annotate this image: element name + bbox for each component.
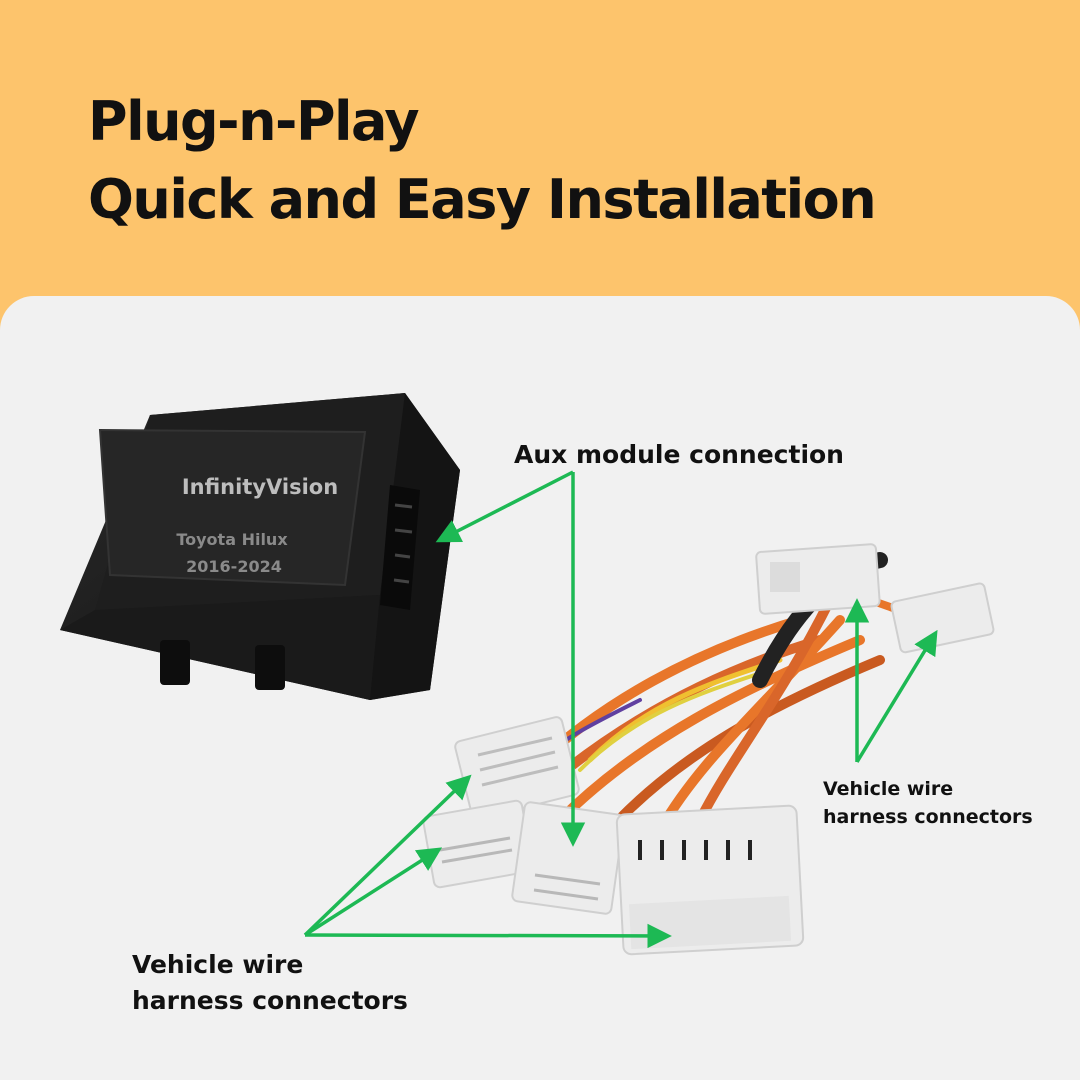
module-years-label: 2016-2024 — [186, 557, 282, 576]
aux-connection-label: Aux module connection — [514, 440, 844, 469]
connector-right — [890, 582, 995, 654]
aux-module — [60, 393, 460, 700]
connector-large — [615, 804, 805, 956]
right-harness-label-line-1: Vehicle wire — [823, 778, 954, 800]
left-harness-label-line-1: Vehicle wire — [132, 950, 304, 979]
left-harness-label-line-2: harness connectors — [132, 986, 408, 1015]
header-band — [0, 0, 1080, 310]
right-harness-label-line-2: harness connectors — [823, 806, 1033, 828]
headline-line-1: Plug-n-Play — [88, 90, 420, 153]
module-model-label: Toyota Hilux — [176, 530, 288, 549]
headline-line-2: Quick and Easy Installation — [88, 168, 877, 231]
callout-arrows — [303, 470, 938, 949]
connector-aux — [511, 801, 625, 915]
module-brand-label: InfinityVision — [182, 475, 338, 499]
connector-top — [755, 543, 881, 615]
